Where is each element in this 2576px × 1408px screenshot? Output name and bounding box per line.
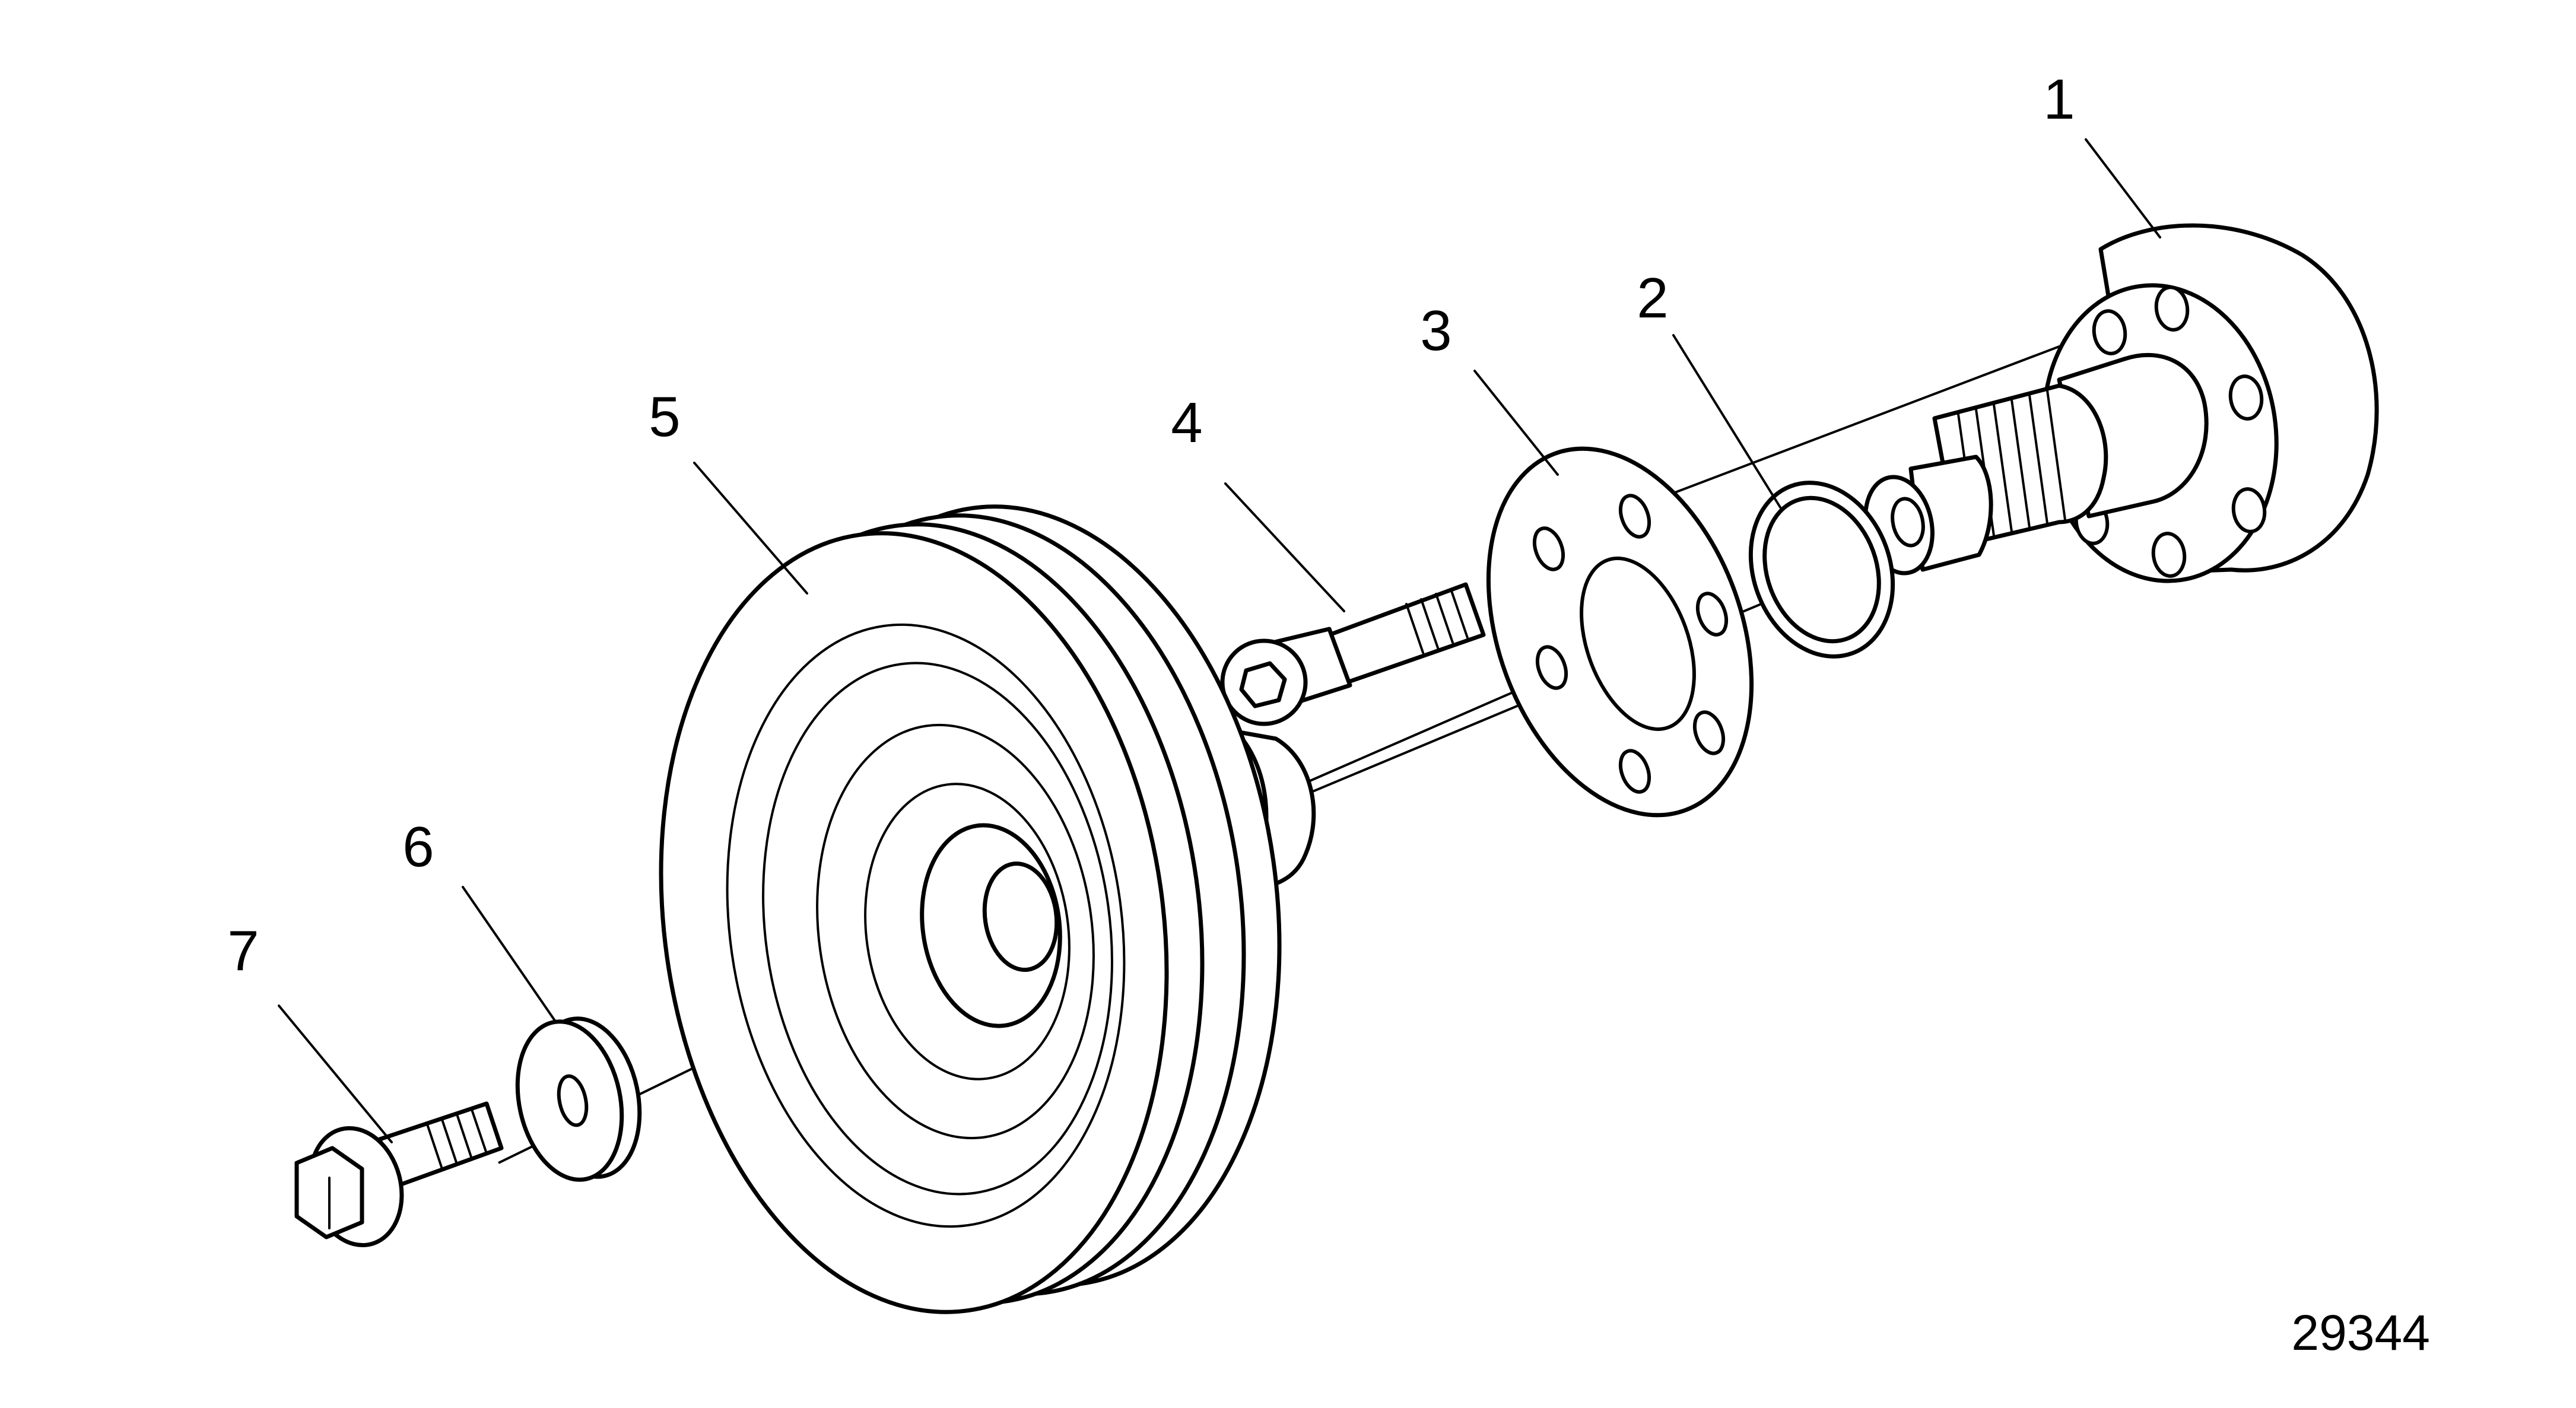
crankshaft-pulley — [659, 504, 1316, 1314]
callout-7: 7 — [227, 919, 259, 983]
axis-pulley-hub — [1293, 673, 1555, 789]
leader-4 — [1224, 482, 1345, 612]
callout-2: 2 — [1637, 266, 1668, 330]
callout-3: 3 — [1420, 299, 1451, 363]
leader-3 — [1473, 370, 1559, 476]
leader-7 — [278, 1005, 393, 1143]
callout-4: 4 — [1171, 391, 1202, 454]
flange-bolt — [294, 1101, 504, 1248]
spacer-disc — [1486, 446, 1754, 818]
leader-1 — [2085, 138, 2161, 239]
o-ring-seal — [1748, 481, 1895, 659]
leader-6 — [462, 886, 556, 1022]
callout-5: 5 — [649, 385, 680, 449]
callout-labels: 1 2 3 4 5 6 7 — [227, 68, 2075, 983]
callout-1: 1 — [2043, 68, 2075, 131]
drive-flange-with-splined-shaft — [1863, 223, 2379, 583]
leader-5 — [693, 462, 808, 595]
figure-number: 29344 — [2291, 1305, 2430, 1361]
leader-lines — [278, 138, 2161, 1143]
leader-2 — [1672, 334, 1781, 508]
socket-head-screw — [1220, 582, 1486, 726]
washer — [515, 1016, 642, 1182]
callout-6: 6 — [402, 815, 434, 879]
